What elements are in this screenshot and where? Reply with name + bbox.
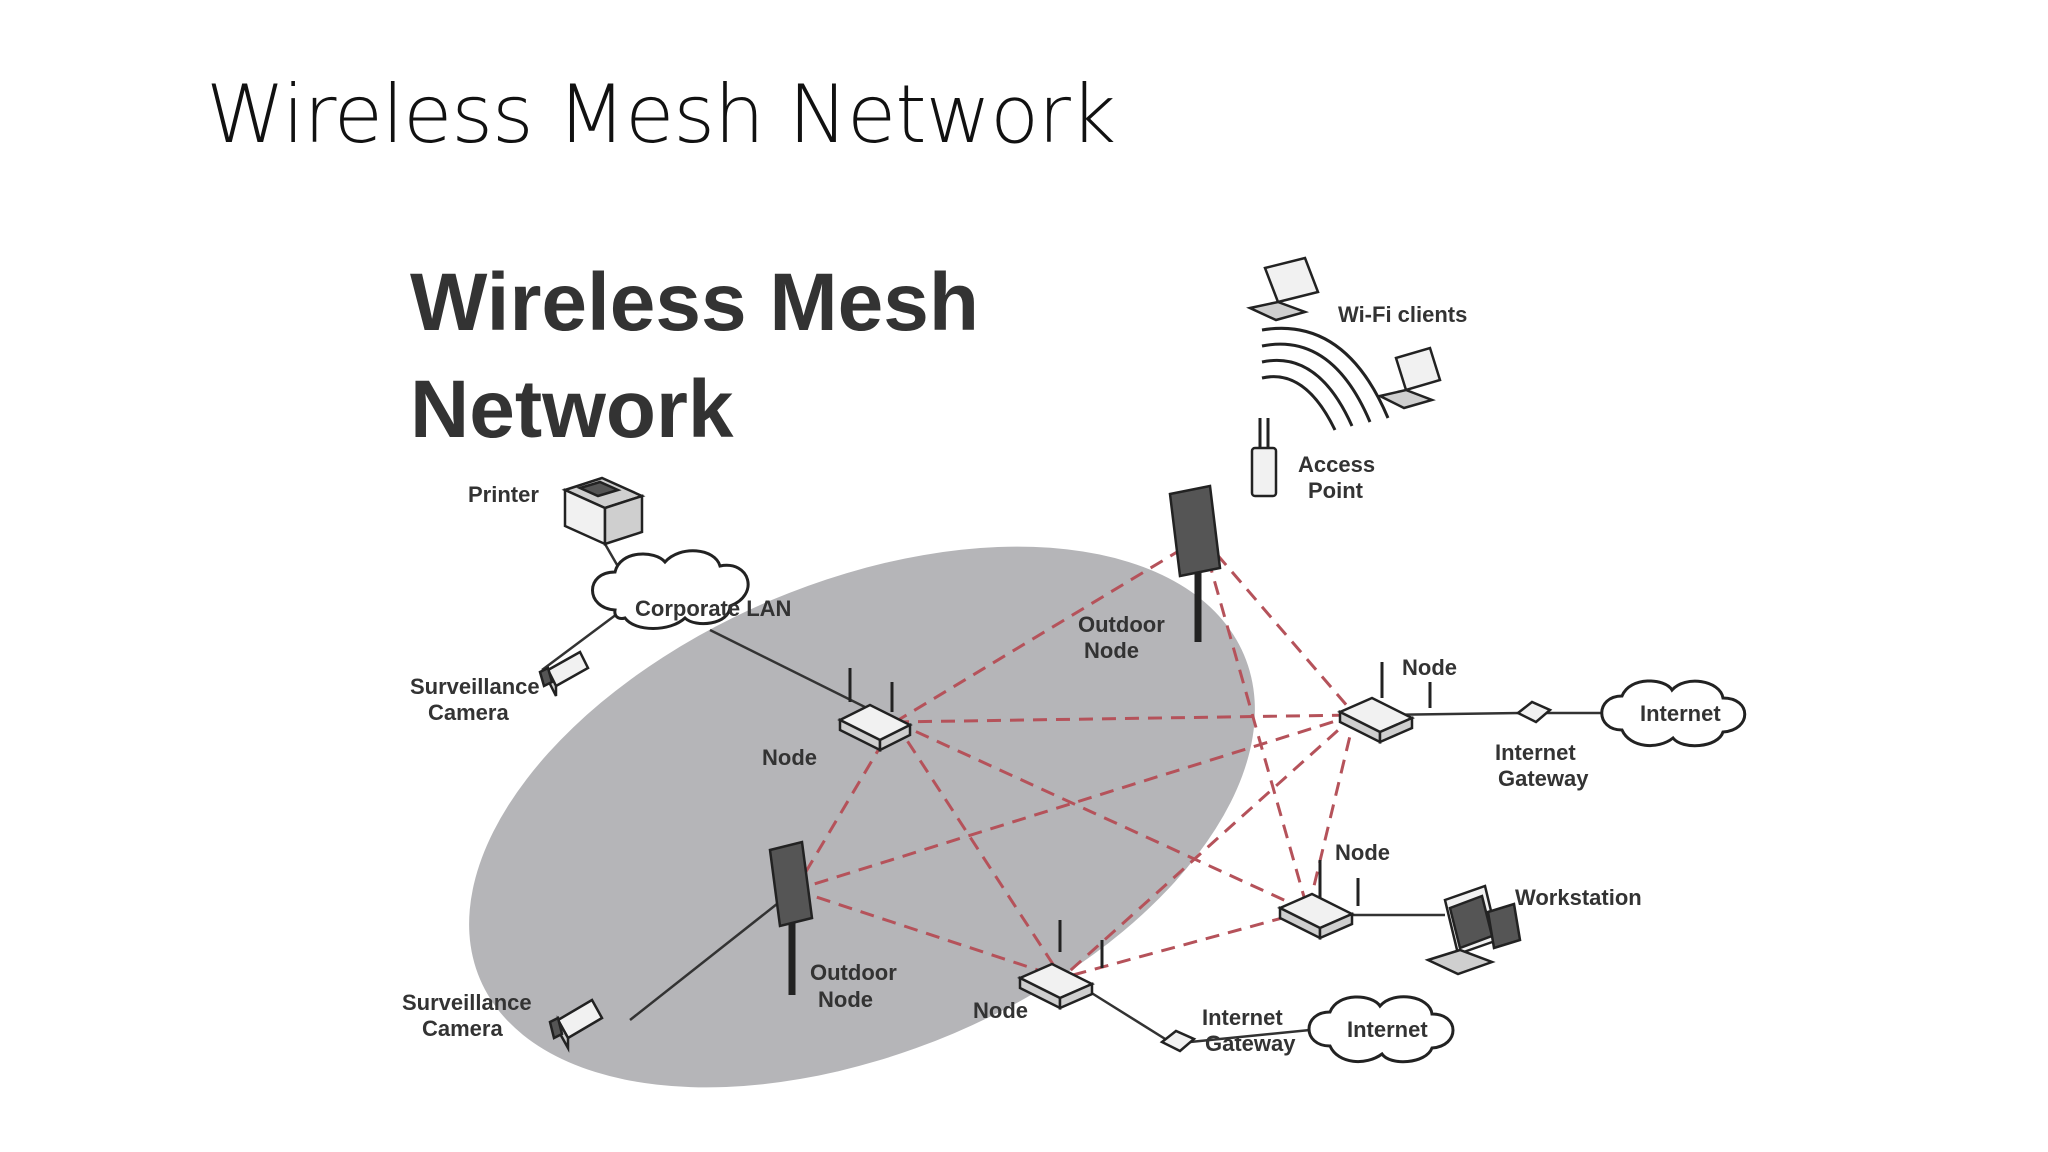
- mesh-link: [1200, 536, 1310, 912]
- access-point-label-2: Point: [1308, 478, 1364, 503]
- outdoor-node-top-label-2: Node: [1084, 638, 1139, 663]
- node-left-label: Node: [762, 745, 817, 770]
- gateway-bottom-label-2: Gateway: [1205, 1031, 1296, 1056]
- camera-2-label-1: Surveillance: [402, 990, 532, 1015]
- cloud-icon: [1307, 995, 1455, 1064]
- printer-icon: [561, 476, 646, 546]
- access-point-icon: [1250, 418, 1278, 498]
- wifi-signal-icon: [1261, 326, 1390, 431]
- corporate-lan-label: Corporate LAN: [635, 596, 791, 621]
- mesh-network-diagram: Wireless Mesh Network Wi-Fi clients: [390, 250, 1780, 1110]
- node-right-label: Node: [1402, 655, 1457, 680]
- laptop-icon: [1376, 346, 1442, 410]
- node-bottom-label: Node: [973, 998, 1028, 1023]
- diagram-heading-line2: Network: [410, 364, 734, 455]
- outdoor-node-icon: [768, 840, 814, 995]
- internet-bottom-label: Internet: [1347, 1017, 1428, 1042]
- mesh-node-icon: [1277, 860, 1360, 941]
- wire-link: [629, 899, 783, 1021]
- wire-link: [1189, 1026, 1331, 1044]
- mesh-link: [1306, 714, 1357, 912]
- camera-1-label-2: Camera: [428, 700, 509, 725]
- gateway-bottom-label-1: Internet: [1202, 1005, 1283, 1030]
- slide-title: Wireless Mesh Network: [206, 68, 1116, 161]
- cloud-icon: [1600, 679, 1747, 748]
- access-point-label-1: Access: [1298, 452, 1375, 477]
- mesh-link: [794, 888, 1063, 980]
- camera-1-label-1: Surveillance: [410, 674, 540, 699]
- diagram-heading-line1: Wireless Mesh: [410, 257, 979, 348]
- mesh-link: [1200, 536, 1357, 716]
- outdoor-node-top-label-1: Outdoor: [1078, 612, 1165, 637]
- outdoor-node-icon: [1168, 484, 1222, 642]
- outdoor-node-left-label-1: Outdoor: [810, 960, 897, 985]
- laptop-icon: [1246, 256, 1320, 322]
- printer-label: Printer: [468, 482, 539, 507]
- mesh-link: [1060, 713, 1357, 980]
- mesh-node-icon: [1337, 662, 1432, 745]
- workstation-icon: [1424, 884, 1522, 976]
- mesh-node-icon: [837, 668, 913, 753]
- mesh-link: [894, 535, 1203, 724]
- wifi-clients-label: Wi-Fi clients: [1338, 302, 1467, 327]
- node-lower-right-label: Node: [1335, 840, 1390, 865]
- camera-2-label-2: Camera: [422, 1016, 503, 1041]
- gateway-icon: [1159, 1029, 1197, 1053]
- mesh-node-icon: [1017, 920, 1104, 1011]
- workstation-label: Workstation: [1515, 885, 1642, 910]
- cloud-icon: [591, 549, 750, 630]
- mesh-link: [794, 713, 1356, 892]
- camera-icon: [538, 650, 590, 697]
- internet-right-label: Internet: [1640, 701, 1721, 726]
- camera-icon: [548, 998, 604, 1053]
- gateway-icon: [1515, 700, 1553, 724]
- gateway-right-label-1: Internet: [1495, 740, 1576, 765]
- mesh-link: [894, 720, 1309, 913]
- wire-link: [1089, 990, 1171, 1044]
- outdoor-node-left-label-2: Node: [818, 987, 873, 1012]
- mesh-link: [894, 713, 1356, 724]
- wire-link: [541, 606, 626, 672]
- mesh-link: [893, 721, 1064, 979]
- mesh-area: [469, 546, 1255, 1088]
- gateway-right-label-2: Gateway: [1498, 766, 1589, 791]
